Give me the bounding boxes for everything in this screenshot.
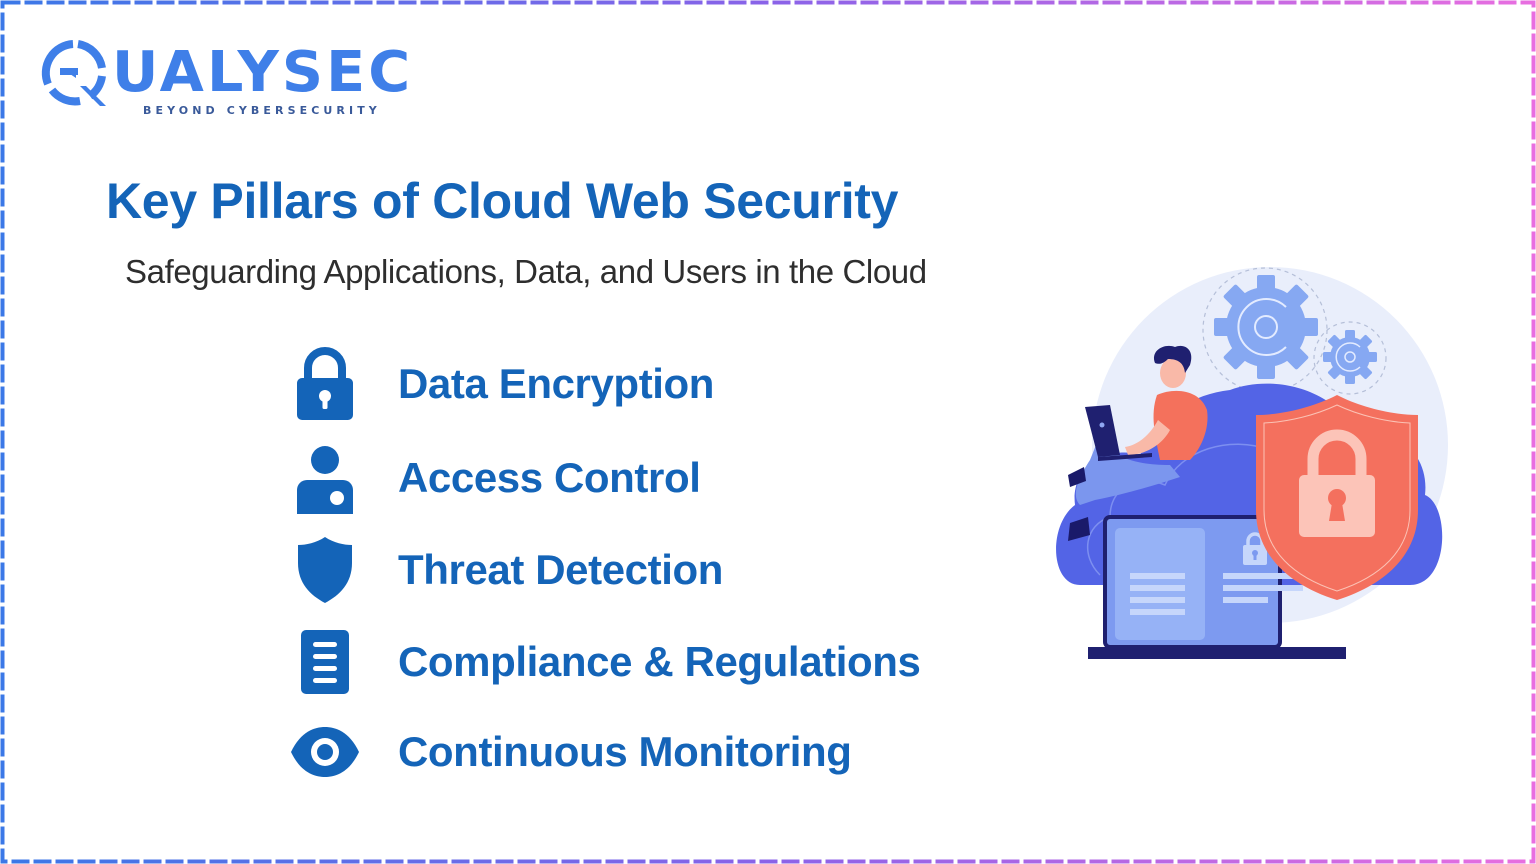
cloud-security-illustration xyxy=(1040,255,1460,675)
pillar-compliance: Compliance & Regulations xyxy=(288,622,921,702)
pillar-label: Continuous Monitoring xyxy=(398,728,852,775)
laptop-screen-illustration xyxy=(1088,515,1346,659)
large-gear-icon xyxy=(1214,275,1318,379)
document-icon xyxy=(288,622,362,702)
logo-wordmark: UALYSEC xyxy=(112,40,414,105)
page-subtitle: Safeguarding Applications, Data, and Use… xyxy=(125,253,927,290)
pillar-data-encryption: Data Encryption xyxy=(288,344,714,424)
pillar-label: Compliance & Regulations xyxy=(398,638,921,685)
person-illustration xyxy=(1068,345,1208,541)
page-title: Key Pillars of Cloud Web Security xyxy=(106,173,899,229)
shield-icon xyxy=(288,530,362,610)
user-icon xyxy=(288,438,362,518)
qualysec-logo: UALYSEC BEYOND CYBERSECURITY xyxy=(40,38,410,122)
pillar-access-control: Access Control xyxy=(288,438,701,518)
logo-tagline: BEYOND CYBERSECURITY xyxy=(143,104,381,117)
red-shield-padlock-icon xyxy=(1256,395,1418,600)
pillar-label: Access Control xyxy=(398,454,701,501)
pillar-continuous-monitoring: Continuous Monitoring xyxy=(288,712,852,792)
pillar-threat-detection: Threat Detection xyxy=(288,530,723,610)
small-gear-icon xyxy=(1323,330,1377,384)
logo-q-mark-icon xyxy=(40,38,110,108)
padlock-icon xyxy=(288,344,362,424)
pillar-label: Data Encryption xyxy=(398,360,715,407)
pillar-label: Threat Detection xyxy=(398,546,723,593)
eye-icon xyxy=(288,712,362,792)
